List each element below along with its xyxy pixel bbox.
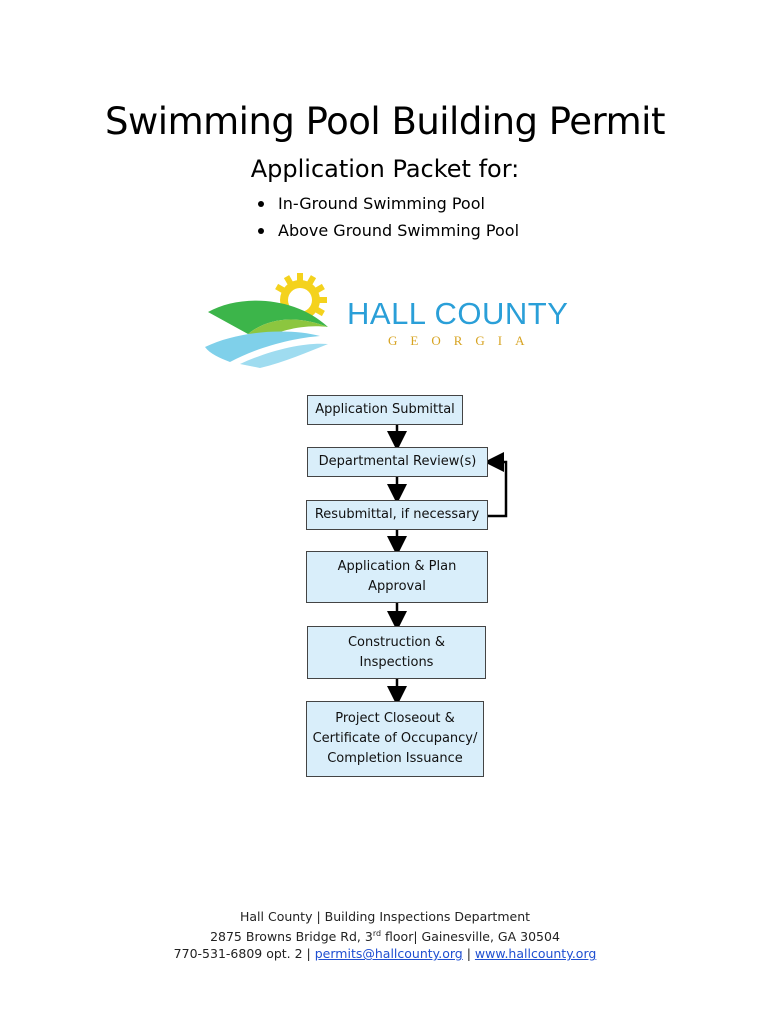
step-departmental-review: Departmental Review(s) xyxy=(307,447,488,477)
document-subtitle: Application Packet for: xyxy=(250,155,520,183)
logo-subtitle: GEORGIA xyxy=(388,333,538,348)
hall-county-logo-icon xyxy=(205,273,328,368)
step-construction-inspections: Construction & Inspections xyxy=(307,626,486,679)
list-item: Above Ground Swimming Pool xyxy=(258,217,519,244)
footer-contact: 770-531-6809 opt. 2 | permits@hallcounty… xyxy=(173,946,597,962)
step-plan-approval: Application & Plan Approval xyxy=(306,551,488,603)
document-title: Swimming Pool Building Permit xyxy=(105,100,665,143)
step-application-submittal: Application Submittal xyxy=(307,395,463,425)
email-link[interactable]: permits@hallcounty.org xyxy=(314,946,463,962)
footer-department: Hall County | Building Inspections Depar… xyxy=(239,909,531,924)
website-link[interactable]: www.hallcounty.org xyxy=(474,946,597,962)
footer-address: 2875 Browns Bridge Rd, 3rd floor| Gaines… xyxy=(210,929,560,945)
logo-name: HALL COUNTY xyxy=(347,296,569,331)
step-resubmittal: Resubmittal, if necessary xyxy=(306,500,488,530)
pool-type-list: In-Ground Swimming Pool Above Ground Swi… xyxy=(258,190,519,244)
bullet-icon xyxy=(258,200,264,207)
step-project-closeout: Project Closeout & Certificate of Occupa… xyxy=(306,701,484,777)
bullet-icon xyxy=(258,227,264,234)
footer: Hall County | Building Inspections Depar… xyxy=(0,908,770,962)
loop-arrow-icon xyxy=(484,452,508,518)
list-item: In-Ground Swimming Pool xyxy=(258,190,519,217)
